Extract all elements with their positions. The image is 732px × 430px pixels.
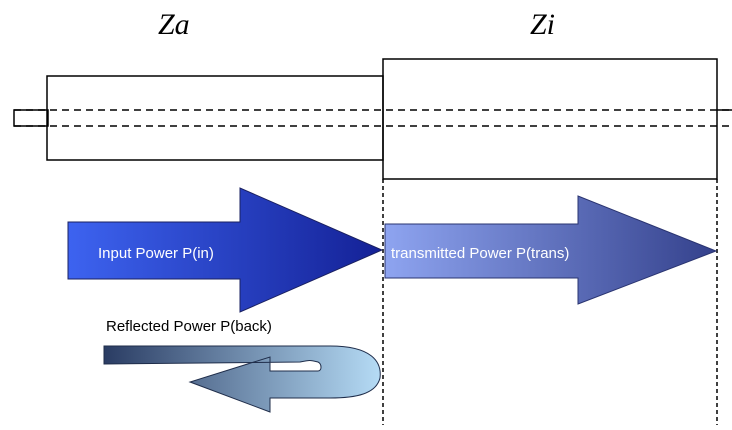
line-input-stub (13, 109, 49, 127)
reflected-power-label: Reflected Power P(back) (106, 318, 272, 335)
transmitted-power-label: transmitted Power P(trans) (391, 245, 569, 262)
section-za (46, 75, 384, 161)
transmitted-power-arrow (384, 195, 718, 305)
transmission-line (13, 58, 732, 180)
input-power-arrow (67, 187, 384, 313)
reflected-power-arrow (103, 345, 381, 413)
impedance-label-za: Za (158, 8, 190, 41)
input-power-label: Input Power P(in) (98, 245, 214, 262)
section-zi (382, 58, 718, 180)
impedance-label-zi: Zi (530, 8, 555, 41)
